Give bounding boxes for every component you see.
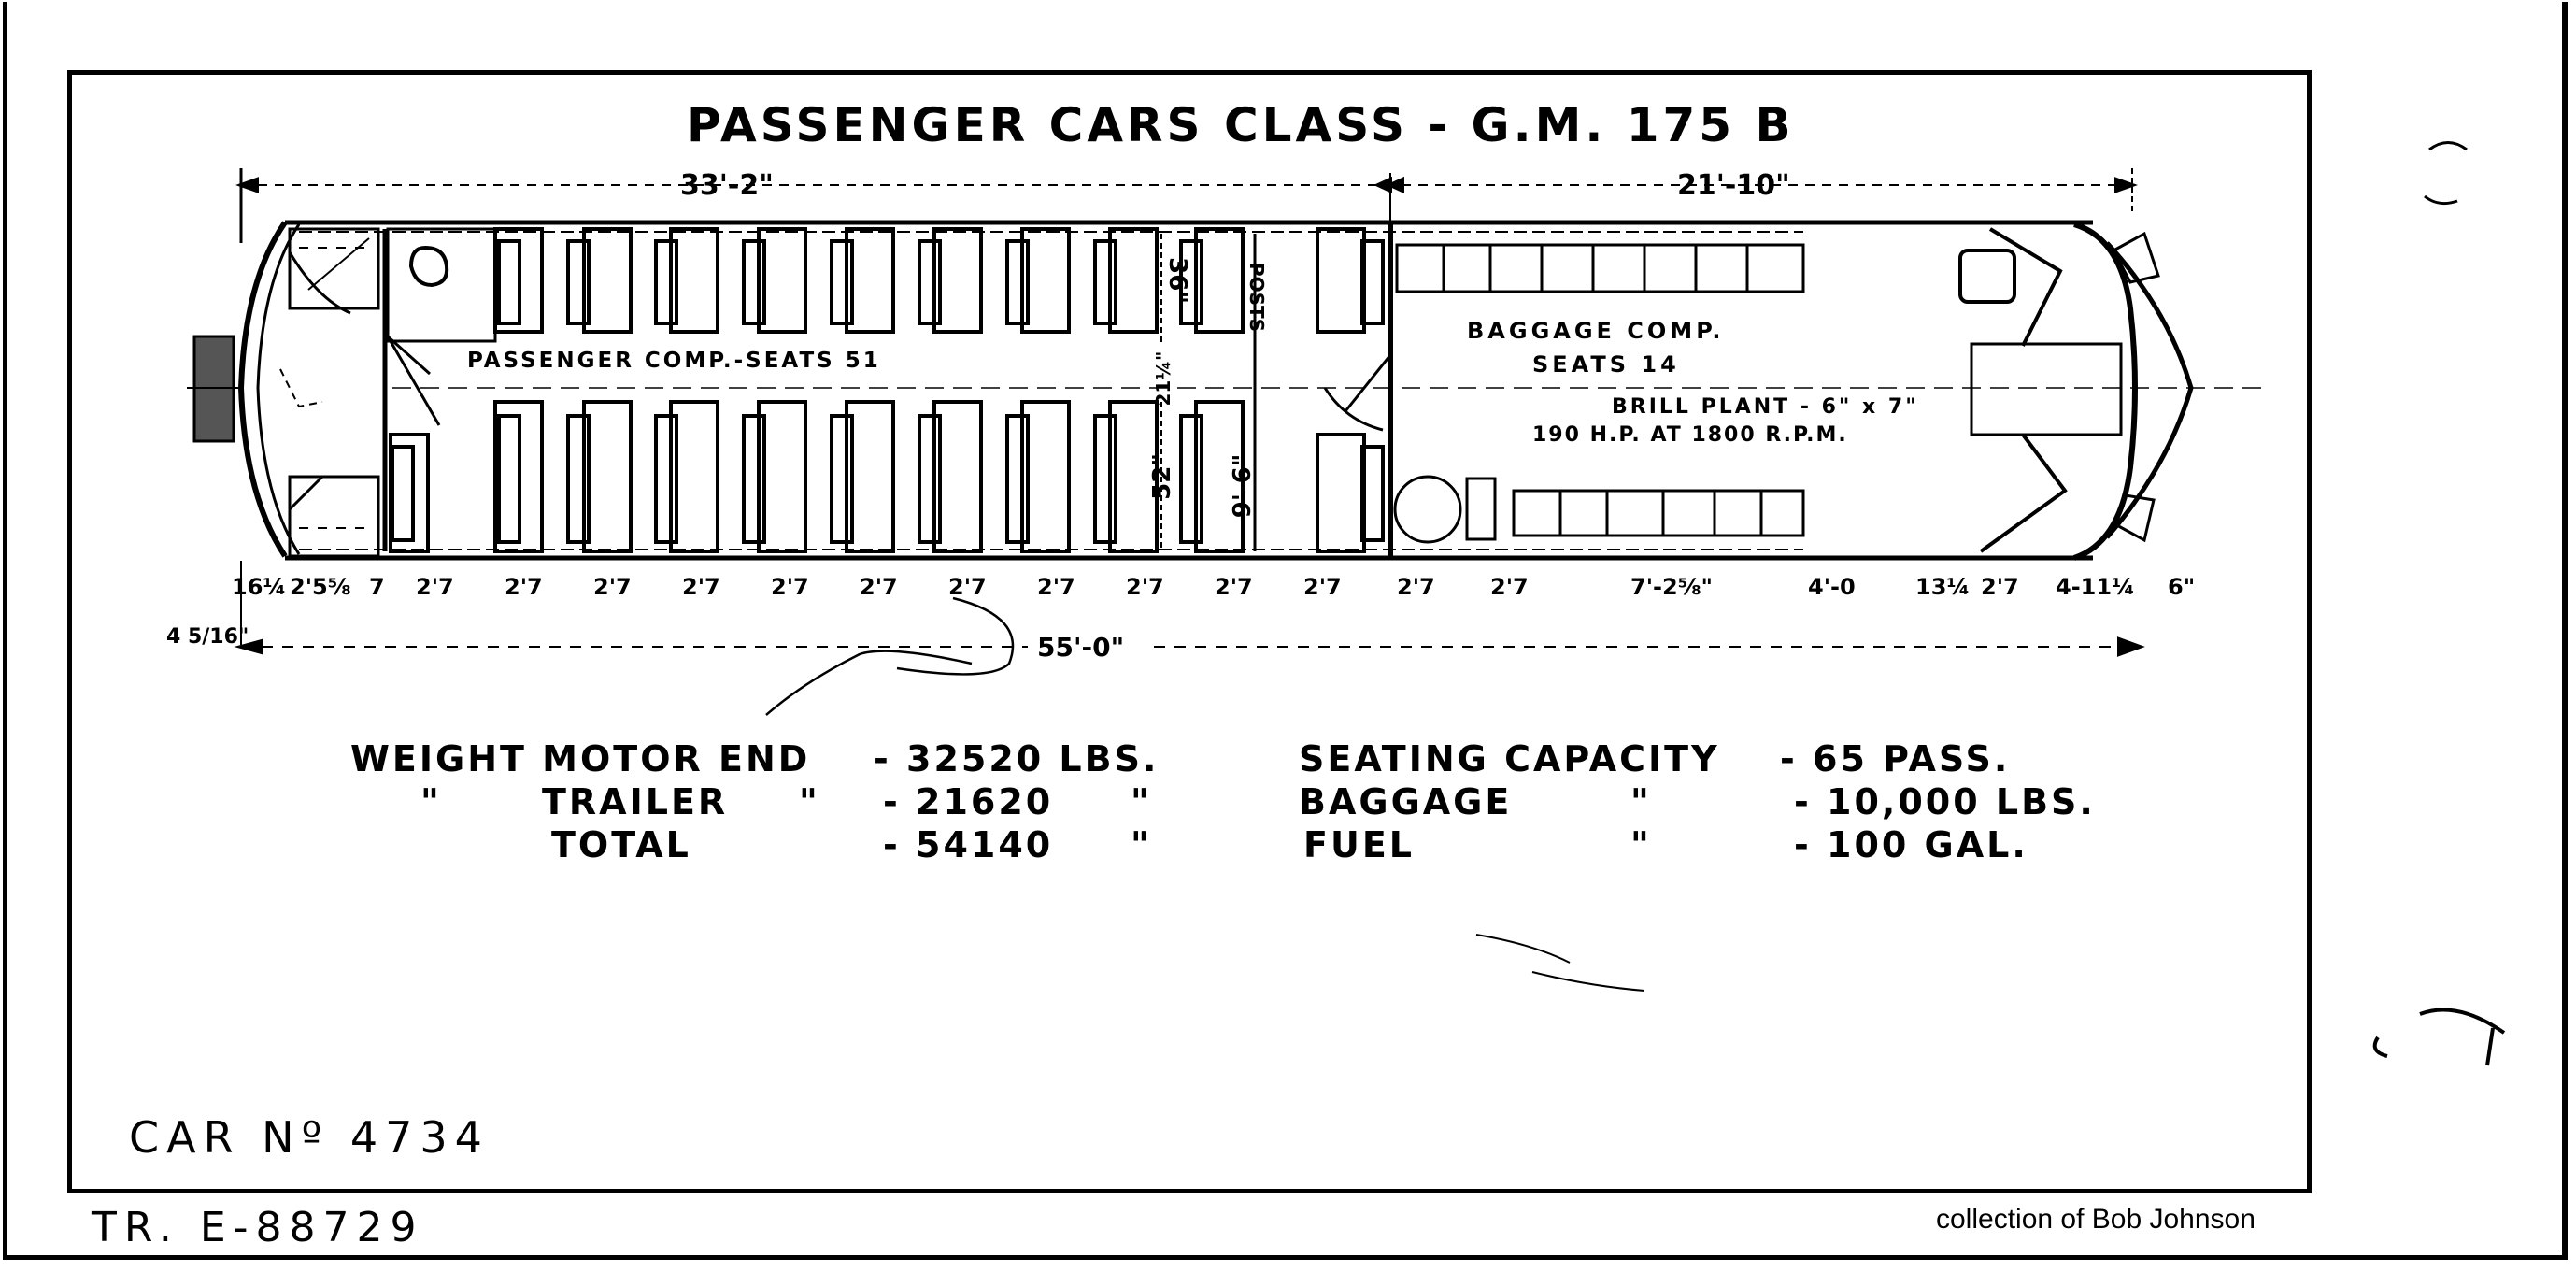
spec-weight-motor-value: - 32520 LBS. <box>874 738 1160 779</box>
dim-overall-length: 55'-0" <box>1037 632 1124 663</box>
seats-upper-row <box>493 227 1385 334</box>
dim-baggage-section: 21'-10" <box>1677 169 1790 202</box>
dim-seat-upper: 36" <box>1163 257 1191 304</box>
svg-text:4'-0: 4'-0 <box>1808 574 1856 600</box>
outer-frame <box>3 2 2568 1260</box>
spec-fuel-value: - 100 GAL. <box>1794 824 2028 865</box>
engine-block <box>1970 342 2123 436</box>
spec-seating-value: - 65 PASS. <box>1780 738 2011 779</box>
spec-weight-trailer-label: TRAILER <box>542 781 729 822</box>
svg-text:2'7: 2'7 <box>1215 574 1253 600</box>
spec-weight-motor-label: WEIGHT MOTOR END <box>350 738 811 779</box>
svg-text:13¼: 13¼ <box>1915 574 1970 600</box>
svg-text:2'7: 2'7 <box>771 574 809 600</box>
baggage-rack-bottom <box>1393 475 1805 544</box>
operator-seat <box>1958 249 2016 304</box>
svg-text:2'7: 2'7 <box>948 574 987 600</box>
svg-text:2'7: 2'7 <box>593 574 632 600</box>
spec-baggage-value: - 10,000 LBS. <box>1794 781 2096 822</box>
svg-text:2'7: 2'7 <box>1037 574 1075 600</box>
spec-weight-total-value: - 54140 <box>883 824 1054 865</box>
svg-text:2'7: 2'7 <box>860 574 898 600</box>
bottom-dimension-row: 16¼ 2'5⅝ 7 2'7 2'7 2'7 2'7 2'7 2'7 2'7 2… <box>232 574 2195 600</box>
svg-text:2'7: 2'7 <box>1303 574 1342 600</box>
svg-text:4-11¼: 4-11¼ <box>2056 574 2135 600</box>
spec-ditto: " <box>420 781 442 822</box>
spec-seating-label: SEATING CAPACITY <box>1299 738 1720 779</box>
svg-text:2'7: 2'7 <box>1981 574 2019 600</box>
baggage-rack-top <box>1395 243 1805 293</box>
door-swing <box>1323 354 1392 432</box>
spec-fuel-label: FUEL <box>1303 824 1415 865</box>
posts-label: POSTS <box>1245 263 1268 332</box>
spec-ditto: " <box>1630 781 1652 822</box>
spec-baggage-label: BAGGAGE <box>1299 781 1513 822</box>
dim-passenger-section: 33'-2" <box>680 169 774 202</box>
svg-text:2'7: 2'7 <box>1126 574 1164 600</box>
svg-text:2'7: 2'7 <box>416 574 454 600</box>
spec-weight-total-label: TOTAL <box>551 824 691 865</box>
svg-text:2'7: 2'7 <box>505 574 543 600</box>
baggage-seats-label: SEATS 14 <box>1532 351 1680 378</box>
spec-unit-ditto: " <box>1131 781 1152 822</box>
passenger-comp-label: PASSENGER COMP.-SEATS 51 <box>467 349 881 373</box>
dim-aisle: 21¼" <box>1152 351 1174 407</box>
engine-hp-label: 190 H.P. AT 1800 R.P.M. <box>1532 423 1848 447</box>
car-number: CAR Nº 4734 <box>129 1112 490 1163</box>
svg-text:2'5⅝: 2'5⅝ <box>290 574 351 600</box>
svg-text:6": 6" <box>2168 574 2195 600</box>
seats-lower-row <box>389 400 1385 553</box>
spec-ditto: " <box>1630 824 1652 865</box>
svg-text:2'7: 2'7 <box>1397 574 1435 600</box>
tr-number: TR. E-88729 <box>92 1204 424 1251</box>
svg-text:16¼: 16¼ <box>232 574 286 600</box>
svg-text:2'7: 2'7 <box>1490 574 1529 600</box>
spec-unit-ditto: " <box>1131 824 1152 865</box>
toilet-icon <box>408 245 449 288</box>
baggage-comp-label: BAGGAGE COMP. <box>1467 318 1725 344</box>
dim-car-width: 9'-6" <box>1229 454 1257 518</box>
svg-text:2'7: 2'7 <box>682 574 720 600</box>
svg-text:7: 7 <box>369 574 385 600</box>
drawing-title: PASSENGER CARS CLASS - G.M. 175 B <box>687 98 1795 152</box>
drawing-border <box>67 70 2312 1193</box>
dim-end-offset: 4 5/16" <box>166 625 249 649</box>
spec-ditto: " <box>799 781 820 822</box>
svg-text:7'-2⅝": 7'-2⅝" <box>1630 574 1713 600</box>
fuel-tank <box>1393 475 1462 544</box>
dim-seat-lower: 52" <box>1148 453 1176 500</box>
collection-credit: collection of Bob Johnson <box>1936 1204 2256 1235</box>
spec-weight-trailer-value: - 21620 <box>883 781 1054 822</box>
engine-label: BRILL PLANT - 6" x 7" <box>1612 395 1919 419</box>
